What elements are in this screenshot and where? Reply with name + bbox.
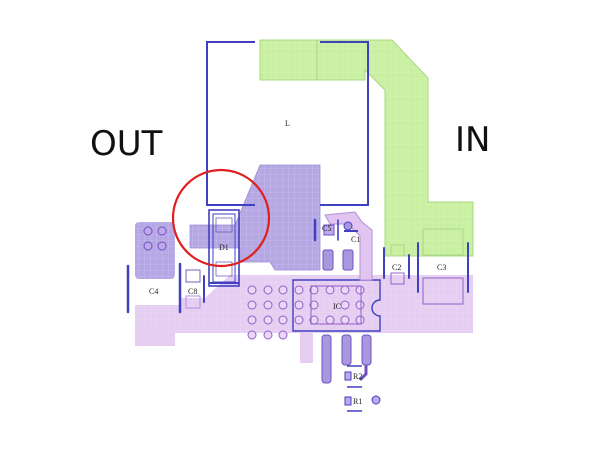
inductor-outline <box>206 41 369 206</box>
r1-ref: R1 <box>353 397 362 406</box>
r2-ref: R2 <box>353 372 362 381</box>
c5-ref: C5 <box>322 224 331 233</box>
out-label: OUT <box>90 124 163 164</box>
c8-ref: C8 <box>188 287 197 296</box>
diode-ref: D1 <box>219 243 229 252</box>
c4-ref: C4 <box>149 287 158 296</box>
ic-ref: IC <box>333 302 341 311</box>
input-copper-trace <box>259 39 474 257</box>
output-vias <box>143 226 167 251</box>
c4-c8-outline <box>126 262 205 314</box>
c1-ref: C1 <box>351 235 360 244</box>
c5-c1-area <box>313 211 385 281</box>
diode-outline <box>208 209 240 287</box>
feedback-network <box>321 334 381 412</box>
ic-outline <box>292 279 381 332</box>
c2-c3-outline <box>390 228 469 305</box>
c3-ref: C3 <box>437 263 446 272</box>
highlight-circle <box>171 168 271 268</box>
thermal-vias <box>247 285 365 340</box>
ground-plane <box>135 275 473 363</box>
inductor-ref: L <box>285 119 290 128</box>
in-label: IN <box>455 120 491 160</box>
c2-ref: C2 <box>392 263 401 272</box>
